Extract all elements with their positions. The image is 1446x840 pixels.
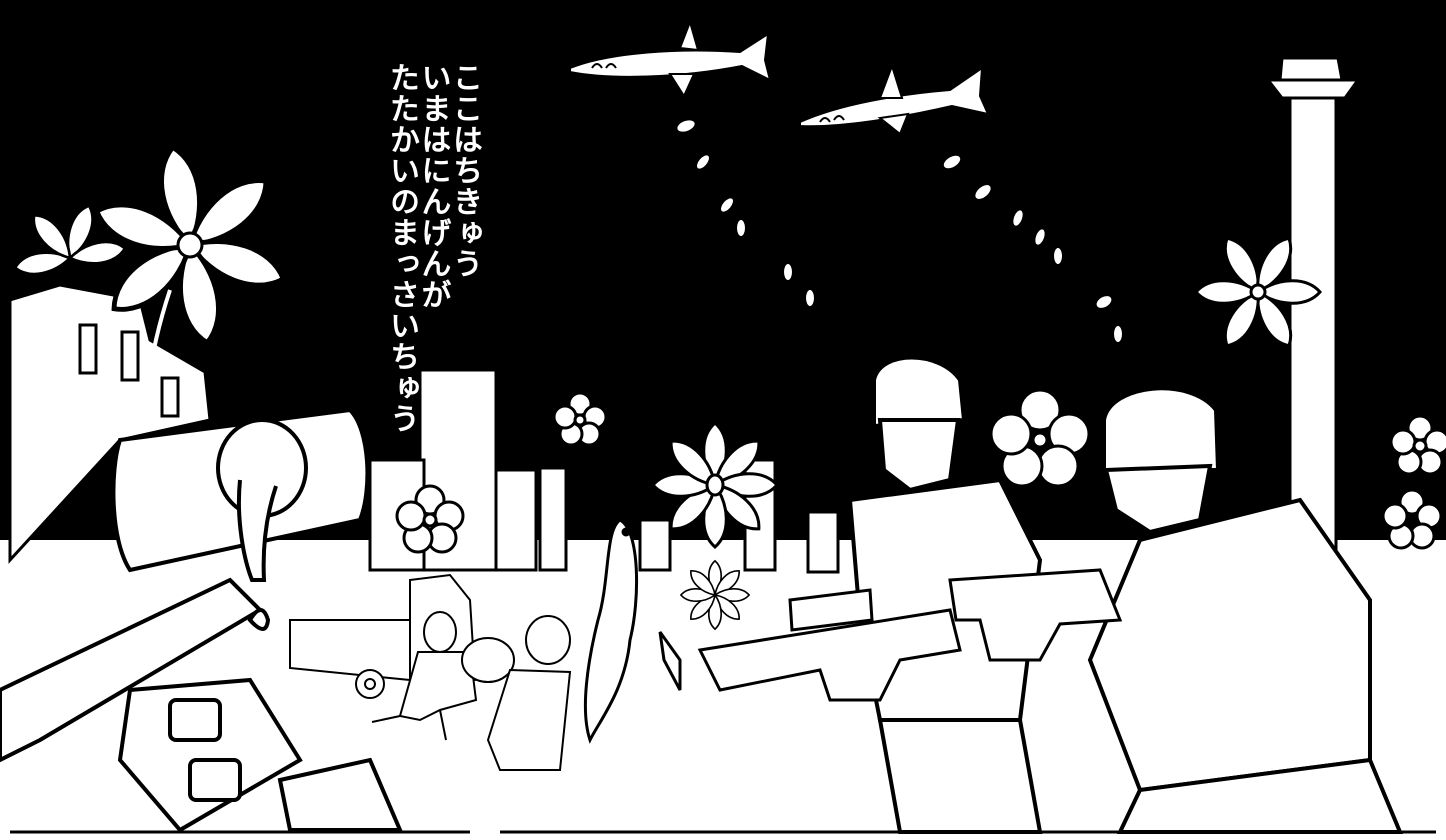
ruined-building <box>8 283 212 564</box>
caption-line-3: たたかいのまっさいちゅう <box>384 62 419 434</box>
flower-mid-a <box>552 391 608 447</box>
flower-mid-b <box>395 484 465 554</box>
fish-bomber-left <box>569 18 772 99</box>
fish-bomber-right <box>799 62 990 136</box>
city-skyline <box>368 368 840 574</box>
cosmos-flower-ground <box>680 560 750 630</box>
flower-stem <box>148 289 172 381</box>
flower-right-edge-top <box>1389 414 1446 476</box>
fleeing-woman <box>461 615 572 771</box>
rifle-front <box>697 588 962 702</box>
caption-line-2: いまはにんげんが <box>415 62 451 310</box>
tank <box>0 407 404 833</box>
caption-line-1: ここはちきゅう <box>447 62 482 279</box>
vertical-caption: ここはちきゅう いまはにんげんが たたかいのまっさいちゅう <box>384 62 482 434</box>
cosmos-flower-mid <box>651 421 779 549</box>
rifle-back <box>948 568 1123 662</box>
soldier-right <box>1087 386 1403 834</box>
cosmos-flower-right <box>1194 231 1322 353</box>
creature <box>583 518 682 744</box>
falling-bombs <box>677 120 1122 342</box>
tower <box>1264 40 1361 552</box>
cosmos-flower-large <box>91 144 290 346</box>
flower-right-edge-bottom <box>1381 488 1443 550</box>
flower-mid-c <box>989 388 1091 488</box>
